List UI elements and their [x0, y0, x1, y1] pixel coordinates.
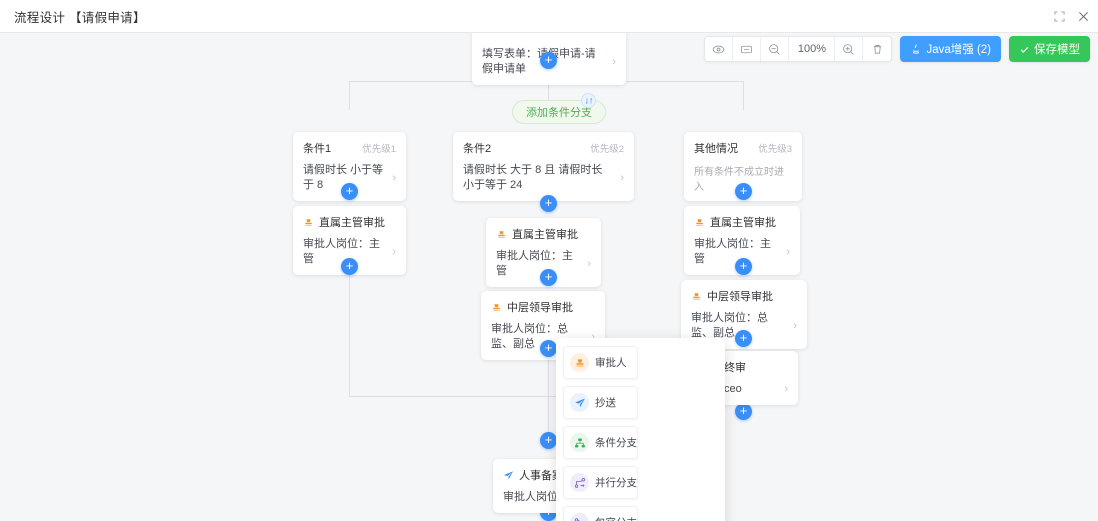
chevron-right-icon: › [591, 330, 595, 343]
condition-2-priority: 优先级2 [590, 144, 624, 155]
approver-node-left-body: 审批人岗位：主管 [303, 238, 380, 265]
cc-hr-title: 人事备案 [519, 470, 563, 482]
zoom-level: 100% [789, 37, 836, 61]
send-icon [503, 470, 514, 481]
save-model-button[interactable]: 保存模型 [1009, 36, 1090, 62]
add-node-button[interactable]: + [540, 52, 557, 69]
parallel-branch-icon [570, 473, 589, 492]
add-node-button[interactable]: + [341, 183, 358, 200]
zoom-out-icon[interactable] [761, 37, 790, 61]
condition-3-priority: 优先级3 [758, 144, 792, 155]
condition-branch-2[interactable]: 条件2 优先级2 请假时长 大于 8 且 请假时长 小于等于 24 › [453, 132, 634, 201]
stamp-icon [303, 217, 314, 228]
approver-node-left-title: 直属主管审批 [319, 217, 385, 229]
chevron-right-icon: › [612, 55, 616, 68]
manager-node-mid-body: 审批人岗位：总监、副总 [491, 323, 568, 350]
node-type-popup-menu: 审批人 抄送 条件分支 并行分支 包容分支 [556, 338, 725, 521]
eye-icon[interactable] [705, 37, 734, 61]
approver-node-right[interactable]: 直属主管审批 审批人岗位：主管 › [684, 206, 800, 275]
window-controls [1052, 9, 1090, 23]
connector-line [349, 81, 350, 110]
stamp-icon [691, 291, 702, 302]
add-node-button[interactable]: + [735, 403, 752, 420]
add-node-button[interactable]: + [341, 258, 358, 275]
condition-3-subtitle: 所有条件不成立时进入 [694, 167, 784, 193]
condition-2-expression: 请假时长 大于 8 且 请假时长 小于等于 24 [463, 164, 603, 191]
condition-branch-3[interactable]: 其他情况 优先级3 所有条件不成立时进入 [684, 132, 802, 201]
add-node-button[interactable]: + [540, 269, 557, 286]
approver-node-mid-title: 直属主管审批 [512, 229, 578, 241]
connector-line [349, 396, 743, 397]
manager-node-right-title: 中层领导审批 [707, 291, 773, 303]
add-node-button[interactable]: + [540, 340, 557, 357]
stamp-icon [491, 302, 502, 313]
menu-item-condition-branch[interactable]: 条件分支 [563, 426, 638, 459]
java-enhance-label: Java增强 (2) [926, 44, 991, 56]
condition-1-priority: 优先级1 [362, 144, 396, 155]
chevron-right-icon: › [784, 383, 788, 395]
chevron-right-icon: › [620, 171, 624, 184]
save-model-label: 保存模型 [1034, 44, 1080, 56]
approver-node-mid-body: 审批人岗位：主管 [496, 250, 573, 277]
menu-item-inclusive-branch[interactable]: 包容分支 [563, 506, 638, 521]
stamp-icon [694, 217, 705, 228]
menu-item-approver-label: 审批人 [595, 357, 627, 369]
add-node-button[interactable]: + [735, 258, 752, 275]
page-title: 流程设计 【请假申请】 [14, 10, 146, 25]
approver-node-right-title: 直属主管审批 [710, 217, 776, 229]
connector-line [548, 396, 549, 436]
stamp-icon [496, 229, 507, 240]
menu-item-parallel-branch-label: 并行分支 [595, 477, 637, 489]
zoom-in-icon[interactable] [835, 37, 864, 61]
add-node-button[interactable]: + [735, 183, 752, 200]
chevron-right-icon: › [392, 171, 396, 184]
fit-screen-icon[interactable] [733, 37, 762, 61]
sort-icon[interactable] [581, 93, 596, 108]
inclusive-branch-icon [570, 513, 589, 521]
trash-icon[interactable] [863, 37, 892, 61]
connector-line [349, 218, 350, 396]
chevron-right-icon: › [392, 245, 396, 258]
expand-icon[interactable] [1052, 9, 1066, 23]
close-icon[interactable] [1076, 9, 1090, 23]
send-icon [570, 393, 589, 412]
chevron-right-icon: › [793, 319, 797, 332]
window-header: 流程设计 【请假申请】 [0, 0, 1098, 33]
condition-2-title: 条件2 [463, 143, 492, 155]
flow-canvas[interactable]: 100% Java增强 (2) 保存模型 [0, 33, 1098, 521]
check-icon [1019, 44, 1030, 55]
menu-item-parallel-branch[interactable]: 并行分支 [563, 466, 638, 499]
java-enhance-button[interactable]: Java增强 (2) [900, 36, 1001, 62]
connector-line [743, 81, 744, 110]
menu-item-condition-branch-label: 条件分支 [595, 437, 637, 449]
add-node-button[interactable]: + [735, 330, 752, 347]
menu-item-cc[interactable]: 抄送 [563, 386, 638, 419]
chevron-right-icon: › [786, 245, 790, 258]
menu-item-approver[interactable]: 审批人 [563, 346, 638, 379]
condition-1-expression: 请假时长 小于等于 8 [303, 164, 384, 191]
condition-1-title: 条件1 [303, 143, 332, 155]
stamp-icon [570, 353, 589, 372]
menu-item-inclusive-branch-label: 包容分支 [595, 515, 637, 521]
canvas-toolbar: 100% Java增强 (2) 保存模型 [704, 36, 1090, 62]
start-form-label: 填写表单：请假申请-请假申请单 [482, 48, 596, 75]
add-node-button[interactable]: + [540, 432, 557, 449]
manager-node-mid-title: 中层领导审批 [507, 302, 573, 314]
manager-node-right-body: 审批人岗位：总监、副总 [691, 312, 768, 339]
add-node-button[interactable]: + [540, 195, 557, 212]
condition-3-title: 其他情况 [694, 143, 738, 155]
approver-node-right-body: 审批人岗位：主管 [694, 238, 771, 265]
toolbar-button-group: 100% [704, 36, 893, 62]
connector-line [548, 81, 549, 110]
java-icon [910, 43, 922, 55]
condition-branch-icon [570, 433, 589, 452]
chevron-right-icon: › [587, 257, 591, 270]
menu-item-cc-label: 抄送 [595, 397, 616, 409]
